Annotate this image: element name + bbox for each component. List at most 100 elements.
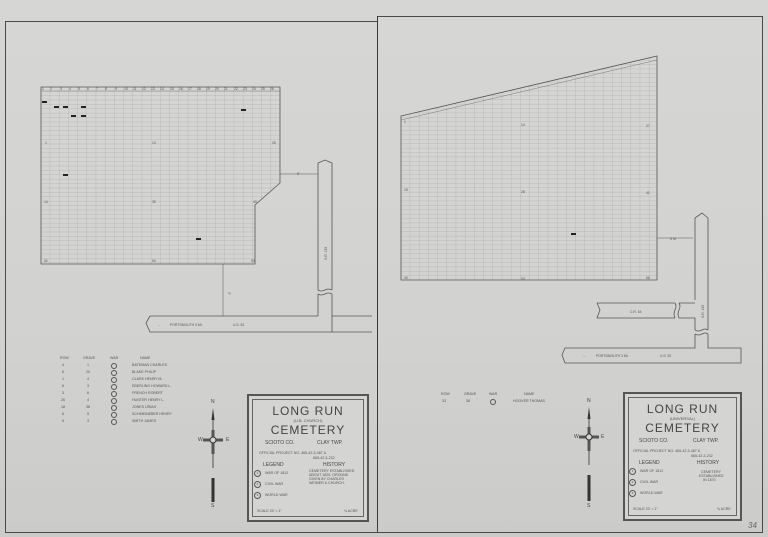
- legend-symbol-icon: 3: [254, 492, 261, 499]
- project-number: OFFICIAL PROJECT NO. 465-42-3-487 &: [633, 449, 701, 453]
- svg-text:52: 52: [44, 259, 48, 263]
- svg-text:40: 40: [253, 200, 257, 204]
- svg-text:11: 11: [133, 87, 137, 91]
- compass-north-label: N: [211, 399, 215, 405]
- history-line: WEIMER & CHURCH.: [309, 481, 345, 485]
- history-line: ESTABLISHED: [699, 474, 724, 478]
- svg-text:15: 15: [404, 188, 408, 192]
- svg-text:10: 10: [124, 87, 128, 91]
- left-road-labels: 8' 3' S.R. 139 ← PORTSMOUTH 3 MI. U.S. 5…: [158, 172, 328, 327]
- header-name: NAME: [140, 356, 151, 360]
- svg-text:26: 26: [270, 87, 274, 91]
- svg-text:13: 13: [151, 87, 155, 91]
- legend-label: CIVIL WAR: [265, 482, 284, 486]
- legend-symbol-icon: 2: [629, 479, 636, 486]
- header-name: NAME: [524, 392, 535, 396]
- legend-symbol-icon: 1: [629, 468, 636, 475]
- svg-text:PORTSMOUTH 3 MI.: PORTSMOUTH 3 MI.: [170, 323, 203, 327]
- svg-text:40: 40: [404, 276, 408, 280]
- compass-rose-icon: [579, 407, 599, 501]
- svg-text:←: ←: [583, 354, 586, 358]
- compass-west-label: W: [198, 437, 203, 443]
- svg-text:9: 9: [115, 87, 117, 91]
- svg-text:17: 17: [188, 87, 192, 91]
- compass-east-label: E: [226, 437, 230, 443]
- svg-text:20: 20: [215, 87, 219, 91]
- header-row: ROW: [60, 356, 69, 360]
- history-line: GIVEN BY CHARLES: [309, 477, 344, 481]
- cemetery-subtitle: (UNIVERSAL): [669, 416, 696, 421]
- history-title: HISTORY: [697, 460, 720, 466]
- project-number-2: 665-42-3-232: [313, 456, 335, 460]
- legend-symbol-icon: 1: [254, 470, 261, 477]
- cemetery-name: LONG RUN: [646, 402, 719, 416]
- svg-text:1: 1: [404, 120, 406, 124]
- svg-text:15: 15: [170, 87, 174, 91]
- svg-text:5: 5: [78, 87, 80, 91]
- legend-label: WAR OF 1812: [265, 471, 289, 475]
- history-line: IN 1870: [703, 478, 716, 482]
- scale: SCALE 20' = 1": [257, 509, 282, 513]
- svg-text:25: 25: [261, 87, 265, 91]
- svg-text:22: 22: [234, 87, 238, 91]
- legend-label: WORLD WAR: [265, 493, 288, 497]
- svg-text:14: 14: [160, 87, 164, 91]
- svg-text:53: 53: [521, 277, 525, 281]
- svg-text:←: ←: [158, 323, 161, 327]
- svg-text:19: 19: [206, 87, 210, 91]
- header-war: WAR: [110, 356, 119, 360]
- header-row: ROW: [441, 392, 450, 396]
- svg-text:U.S. 52: U.S. 52: [233, 323, 244, 327]
- svg-text:39: 39: [152, 200, 156, 204]
- acreage: ¾ ACRE: [344, 509, 358, 513]
- svg-text:6: 6: [87, 87, 89, 91]
- svg-text:41: 41: [646, 191, 650, 195]
- compass-north-label: N: [587, 398, 591, 404]
- svg-text:14: 14: [44, 200, 48, 204]
- project-number-2: 665-42-3-232: [691, 454, 713, 458]
- history-title: HISTORY: [323, 462, 346, 468]
- county: SCIOTO CO.: [265, 440, 295, 446]
- header-grave: GRAVE: [464, 392, 477, 396]
- svg-text:S.R. 139: S.R. 139: [701, 305, 705, 318]
- right-road-labels: C.R. 64 S.R. 139 ← PORTSMOUTH 3 MI. U.S.…: [583, 305, 705, 358]
- left-title-block: LONG RUN (U.B. CHURCH) CEMETERY SCIOTO C…: [247, 394, 369, 522]
- compass-rose-icon: [203, 408, 223, 502]
- header-grave: GRAVE: [83, 356, 96, 360]
- legend-symbol-icon: 3: [629, 490, 636, 497]
- cemetery-subtitle: (U.B. CHURCH): [293, 418, 323, 423]
- svg-text:3: 3: [60, 87, 62, 91]
- svg-text:16: 16: [179, 87, 183, 91]
- compass-east-label: E: [601, 434, 605, 440]
- svg-text:66: 66: [646, 276, 650, 280]
- left-plat-frame: [5, 21, 378, 533]
- compass-west-label: W: [574, 434, 579, 440]
- svg-text:13: 13: [152, 141, 156, 145]
- legend-title: LEGEND: [639, 460, 660, 466]
- page-number: 34: [748, 521, 757, 530]
- svg-text:C.R. 64: C.R. 64: [630, 310, 642, 314]
- svg-text:53: 53: [152, 259, 156, 263]
- left-cemetery-grid: [40, 86, 318, 316]
- svg-text:8: 8: [105, 87, 107, 91]
- svg-text:5 M.: 5 M.: [670, 237, 677, 241]
- svg-text:7: 7: [96, 87, 98, 91]
- cemetery-label: CEMETERY: [270, 423, 346, 437]
- compass-south-label: S: [587, 503, 591, 509]
- svg-text:12: 12: [142, 87, 146, 91]
- right-cemetery-grid: [400, 55, 693, 281]
- svg-text:18: 18: [197, 87, 201, 91]
- svg-text:3': 3': [227, 292, 231, 295]
- project-number: OFFICIAL PROJECT NO. 465-42-3-487 &: [259, 451, 327, 455]
- svg-text:2: 2: [50, 87, 52, 91]
- svg-text:23: 23: [243, 87, 247, 91]
- history-line: CEMETERY ESTABLISHED: [309, 469, 355, 473]
- compass-south-label: S: [211, 503, 215, 509]
- svg-text:24: 24: [252, 87, 256, 91]
